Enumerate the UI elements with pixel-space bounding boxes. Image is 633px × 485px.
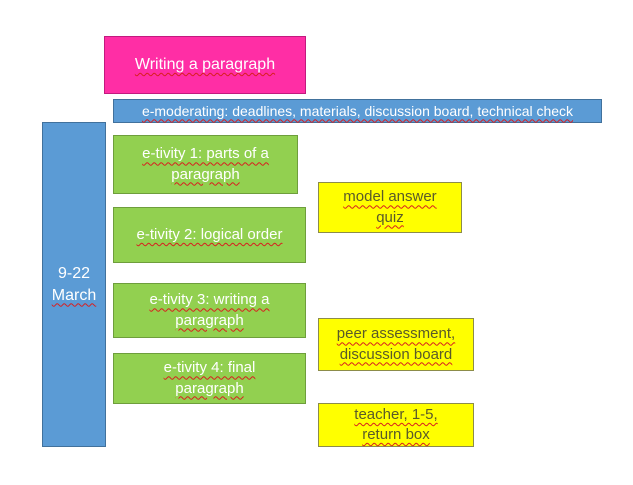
title-box: Writing a paragraph bbox=[104, 36, 306, 94]
note-2-line-2: discussion board bbox=[339, 345, 453, 363]
note-teacher-text: teacher, 1-5, return box bbox=[354, 405, 437, 446]
etivity-2-text: e-tivity 2: logical order bbox=[137, 225, 283, 245]
etivity-2-box: e-tivity 2: logical order bbox=[113, 207, 306, 263]
note-3-line-1: teacher, 1-5, bbox=[354, 405, 438, 423]
etivity-1-line-1: e-tivity 1: parts of a bbox=[142, 145, 269, 163]
date-range-box: 9-22 March bbox=[42, 122, 106, 447]
note-model-answer-box: model answer quiz bbox=[318, 182, 462, 233]
note-1-line-2: quiz bbox=[376, 208, 404, 226]
title-text: Writing a paragraph bbox=[134, 56, 276, 74]
etivity-4-line-1: e-tivity 4: final bbox=[163, 359, 256, 377]
note-model-answer-text: model answer quiz bbox=[343, 187, 436, 228]
date-line-2: March bbox=[51, 286, 97, 304]
etivity-3-box: e-tivity 3: writing a paragraph bbox=[113, 283, 306, 338]
note-peer-assessment-text: peer assessment, discussion board bbox=[337, 324, 455, 365]
note-3-line-2: return box bbox=[362, 426, 430, 443]
etivity-1-box: e-tivity 1: parts of a paragraph bbox=[113, 135, 298, 194]
note-teacher-box: teacher, 1-5, return box bbox=[318, 403, 474, 447]
etivity-4-line-2: paragraph bbox=[175, 379, 244, 397]
date-line-1: 9-22 bbox=[57, 264, 90, 282]
etivity-3-line-2: paragraph bbox=[175, 311, 244, 329]
emoderating-banner: e-moderating: deadlines, materials, disc… bbox=[113, 99, 602, 123]
emoderating-text: e-moderating: deadlines, materials, disc… bbox=[141, 102, 574, 119]
etivity-4-box: e-tivity 4: final paragraph bbox=[113, 353, 306, 404]
note-1-line-1: model answer bbox=[343, 188, 437, 206]
note-peer-assessment-box: peer assessment, discussion board bbox=[318, 318, 474, 371]
etivity-3-text: e-tivity 3: writing a paragraph bbox=[149, 290, 269, 331]
etivity-1-text: e-tivity 1: parts of a paragraph bbox=[142, 144, 269, 185]
etivity-2-line-1: e-tivity 2: logical order bbox=[136, 225, 283, 243]
note-2-line-1: peer assessment, bbox=[336, 325, 456, 343]
date-range-text: 9-22 March bbox=[52, 263, 96, 306]
etivity-1-line-2: paragraph bbox=[171, 165, 240, 183]
etivity-4-text: e-tivity 4: final paragraph bbox=[164, 358, 256, 399]
etivity-3-line-1: e-tivity 3: writing a bbox=[149, 291, 270, 309]
